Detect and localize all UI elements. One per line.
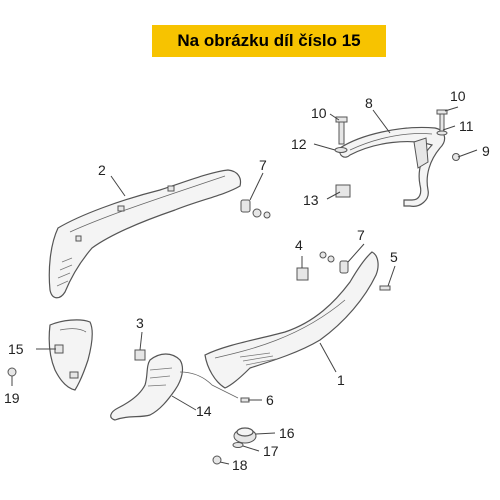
part-8-grab-rail: [335, 126, 446, 207]
part-18-nut: [212, 455, 222, 465]
callout-13: 13: [303, 192, 319, 208]
callout-14: 14: [196, 403, 212, 419]
highlight-banner: Na obrázku díl číslo 15: [152, 25, 386, 57]
part-5-screw: [379, 285, 391, 291]
part-6-screw: [240, 397, 250, 403]
callout-4: 4: [295, 237, 303, 253]
leader-lines: [11, 106, 478, 465]
callout-1: 1: [337, 372, 345, 388]
callout-9: 9: [482, 143, 490, 159]
callout-3: 3: [136, 315, 144, 331]
part-17-washer: [232, 442, 244, 448]
banner-text: Na obrázku díl číslo 15: [177, 31, 361, 50]
callout-16: 16: [279, 425, 295, 441]
callout-2: 2: [98, 162, 106, 178]
callout-6: 6: [266, 392, 274, 408]
part-14-bracket: [110, 353, 239, 421]
callout-5: 5: [390, 249, 398, 265]
callout-15: 15: [8, 341, 24, 357]
part-4-clip: [296, 267, 309, 281]
part-7-clip-upper: [240, 199, 271, 219]
callout-17: 17: [263, 443, 279, 459]
bolts-10-11-12: [334, 109, 460, 161]
part-16-grommet: [233, 427, 257, 444]
callout-labels: 2 7 8 9 10 10 11 12 13 7 4 5 3 1 6 14 15…: [4, 88, 490, 473]
part-3-clip: [134, 349, 146, 361]
part-1-lower-body: [204, 251, 379, 389]
part-19-nut: [7, 367, 17, 377]
callout-11: 11: [459, 118, 474, 134]
callout-10-left: 10: [311, 105, 327, 121]
part-2-rear-cover: [48, 169, 242, 299]
callout-8: 8: [365, 95, 373, 111]
callout-12: 12: [291, 136, 307, 152]
part-15-side-panel: [48, 319, 93, 391]
part-7-clip-lower: [319, 251, 349, 274]
callout-18: 18: [232, 457, 248, 473]
callout-7-lower: 7: [357, 227, 365, 243]
callout-19: 19: [4, 390, 20, 406]
callout-10-right: 10: [450, 88, 466, 104]
callout-7-upper: 7: [259, 157, 267, 173]
